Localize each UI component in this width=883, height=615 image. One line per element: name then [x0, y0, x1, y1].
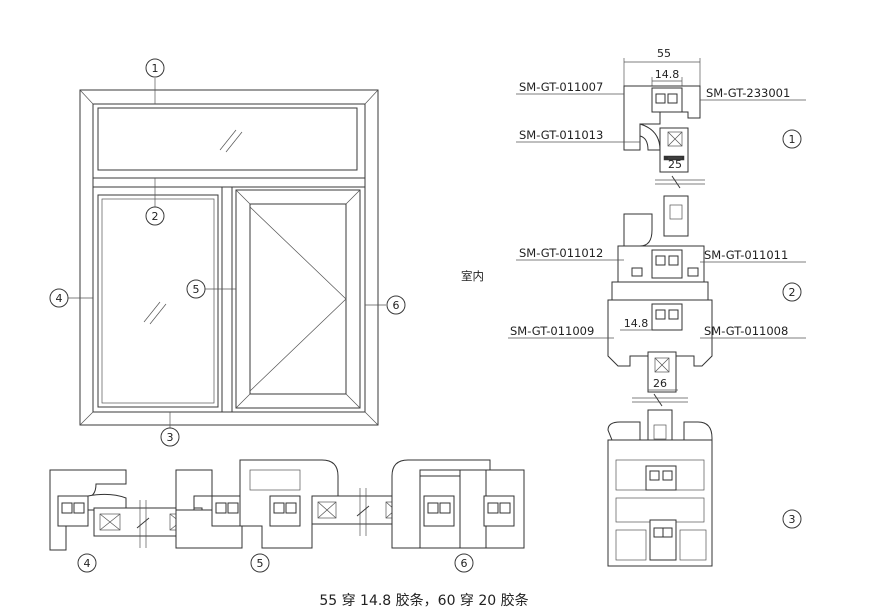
svg-text:SM-GT-011009: SM-GT-011009	[510, 324, 594, 338]
svg-text:4: 4	[56, 292, 63, 305]
svg-text:1: 1	[789, 133, 796, 146]
dim-55: 55	[657, 47, 671, 60]
code-011012: SM-GT-011012	[516, 246, 624, 261]
horizontal-section-5	[175, 459, 413, 549]
dim-14-8-mid: 14.8	[624, 317, 649, 330]
section-marker-3: 3	[782, 509, 802, 529]
svg-text:6: 6	[393, 299, 400, 312]
code-011011: SM-GT-011011	[700, 248, 806, 263]
marker-5: 5	[186, 279, 206, 299]
svg-text:4: 4	[84, 557, 91, 570]
horizontal-section-6	[391, 459, 525, 549]
code-011007: SM-GT-011007	[516, 80, 624, 95]
bottom-marker-4: 4	[77, 553, 97, 573]
svg-text:2: 2	[789, 286, 796, 299]
svg-text:5: 5	[193, 283, 200, 296]
vertical-section: 55 14.8 25	[607, 47, 713, 567]
section-marker-2: 2	[782, 282, 802, 302]
svg-text:2: 2	[152, 210, 159, 223]
svg-text:SM-GT-011007: SM-GT-011007	[519, 80, 603, 94]
caption: 55 穿 14.8 胶条，60 穿 20 胶条	[319, 592, 528, 609]
marker-6: 6	[386, 295, 406, 315]
dim-25: 25	[668, 158, 682, 171]
bottom-marker-5: 5	[250, 553, 270, 573]
svg-text:SM-GT-011008: SM-GT-011008	[704, 324, 788, 338]
svg-text:SM-GT-011011: SM-GT-011011	[704, 248, 788, 262]
svg-text:SM-GT-233001: SM-GT-233001	[706, 86, 790, 100]
marker-3: 3	[160, 427, 180, 447]
window-elevation	[68, 78, 386, 428]
svg-text:SM-GT-011012: SM-GT-011012	[519, 246, 603, 260]
section-marker-1: 1	[782, 129, 802, 149]
svg-text:3: 3	[789, 513, 796, 526]
interior-label: 室内	[461, 269, 484, 283]
svg-text:6: 6	[461, 557, 468, 570]
code-011008: SM-GT-011008	[700, 324, 806, 339]
code-011009: SM-GT-011009	[508, 324, 614, 339]
marker-2: 2	[145, 206, 165, 226]
svg-text:5: 5	[257, 557, 264, 570]
svg-text:SM-GT-011013: SM-GT-011013	[519, 128, 603, 142]
code-233001: SM-GT-233001	[700, 86, 806, 101]
code-011013: SM-GT-011013	[516, 128, 640, 143]
dim-14-8-top: 14.8	[655, 68, 680, 81]
svg-text:1: 1	[152, 62, 159, 75]
marker-1: 1	[145, 58, 165, 78]
dim-26: 26	[653, 377, 667, 390]
bottom-marker-6: 6	[454, 553, 474, 573]
svg-text:3: 3	[167, 431, 174, 444]
marker-4: 4	[49, 288, 69, 308]
